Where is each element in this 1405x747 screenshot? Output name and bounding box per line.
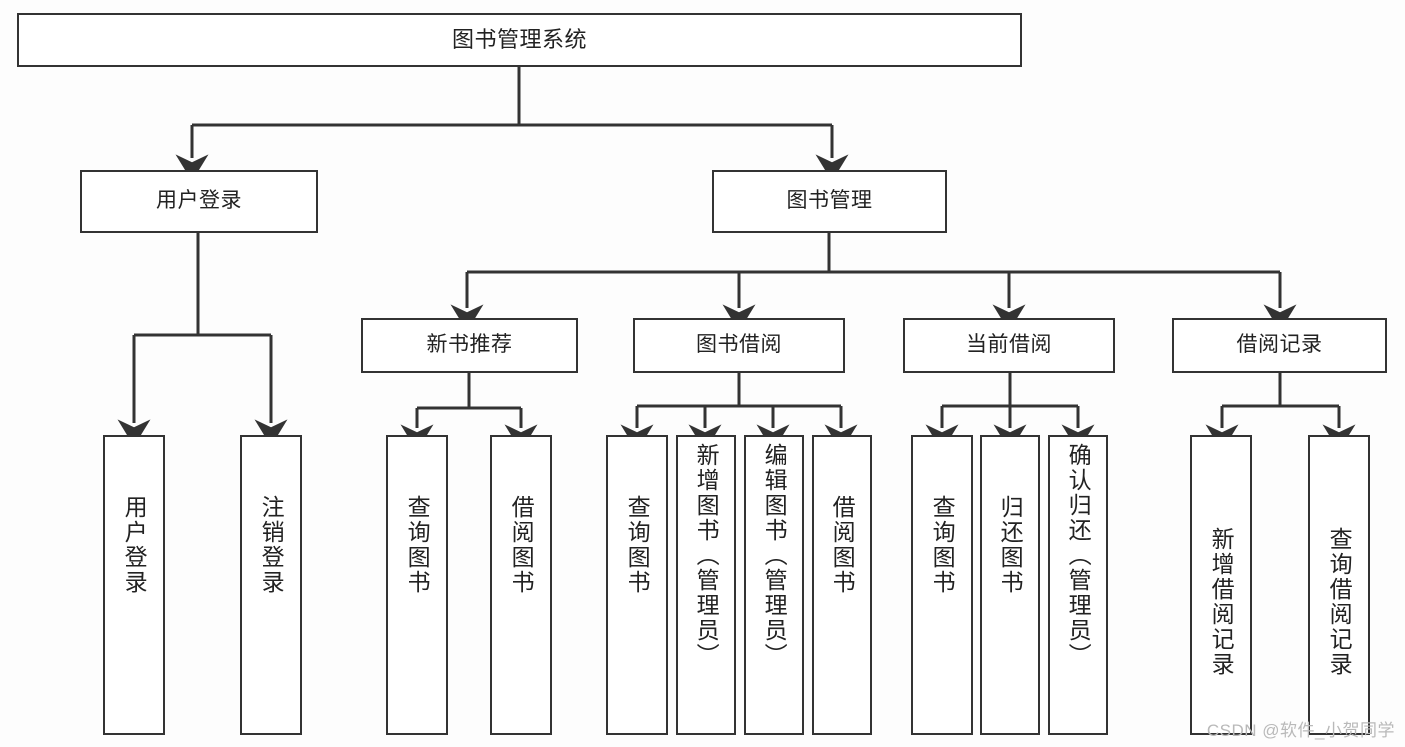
node-book-manage-label: 图书管理: [786, 189, 873, 213]
node-user-login-label: 用户登录: [156, 189, 242, 213]
leaf-logout[interactable]: 注销登录: [240, 435, 302, 735]
node-root[interactable]: 图书管理系统: [17, 13, 1022, 67]
node-book-borrow-label: 图书借阅: [696, 333, 782, 357]
leaf-query-book-3-label: 查询图书: [929, 495, 956, 595]
leaf-confirm-return[interactable]: 确认归还（管理员）: [1048, 435, 1108, 735]
leaf-add-record[interactable]: 新增借阅记录: [1190, 435, 1252, 735]
leaf-query-book-1-label: 查询图书: [404, 495, 431, 595]
leaf-query-book-3[interactable]: 查询图书: [911, 435, 973, 735]
leaf-borrow-book-2-label: 借阅图书: [829, 495, 856, 595]
leaf-confirm-return-label: 确认归还（管理员）: [1065, 443, 1092, 668]
node-borrow-record-label: 借阅记录: [1236, 333, 1323, 357]
leaf-borrow-book-1[interactable]: 借阅图书: [490, 435, 552, 735]
node-new-book-rec[interactable]: 新书推荐: [361, 318, 578, 373]
leaf-add-record-label: 新增借阅记录: [1208, 527, 1235, 677]
leaf-add-book[interactable]: 新增图书（管理员）: [676, 435, 736, 735]
node-root-label: 图书管理系统: [451, 27, 587, 53]
leaf-borrow-book-2[interactable]: 借阅图书: [812, 435, 872, 735]
leaf-query-book-1[interactable]: 查询图书: [386, 435, 448, 735]
node-borrow-record[interactable]: 借阅记录: [1172, 318, 1387, 373]
leaf-user-login-label: 用户登录: [121, 495, 148, 595]
leaf-query-record[interactable]: 查询借阅记录: [1308, 435, 1370, 735]
node-book-borrow[interactable]: 图书借阅: [633, 318, 845, 373]
node-book-manage[interactable]: 图书管理: [712, 170, 947, 233]
watermark: CSDN @软件_小贺同学: [1206, 721, 1395, 740]
leaf-edit-book-label: 编辑图书（管理员）: [761, 443, 788, 668]
leaf-add-book-label: 新增图书（管理员）: [693, 443, 720, 668]
leaf-query-book-2[interactable]: 查询图书: [606, 435, 668, 735]
node-current-borrow-label: 当前借阅: [966, 333, 1052, 357]
leaf-query-book-2-label: 查询图书: [624, 495, 651, 595]
node-current-borrow[interactable]: 当前借阅: [903, 318, 1115, 373]
leaf-borrow-book-1-label: 借阅图书: [508, 495, 535, 595]
leaf-query-record-label: 查询借阅记录: [1326, 527, 1353, 677]
node-new-book-rec-label: 新书推荐: [426, 333, 513, 357]
leaf-logout-label: 注销登录: [258, 495, 285, 595]
leaf-return-book-label: 归还图书: [997, 495, 1024, 595]
leaf-edit-book[interactable]: 编辑图书（管理员）: [744, 435, 804, 735]
leaf-return-book[interactable]: 归还图书: [980, 435, 1040, 735]
leaf-user-login[interactable]: 用户登录: [103, 435, 165, 735]
node-user-login[interactable]: 用户登录: [80, 170, 318, 233]
